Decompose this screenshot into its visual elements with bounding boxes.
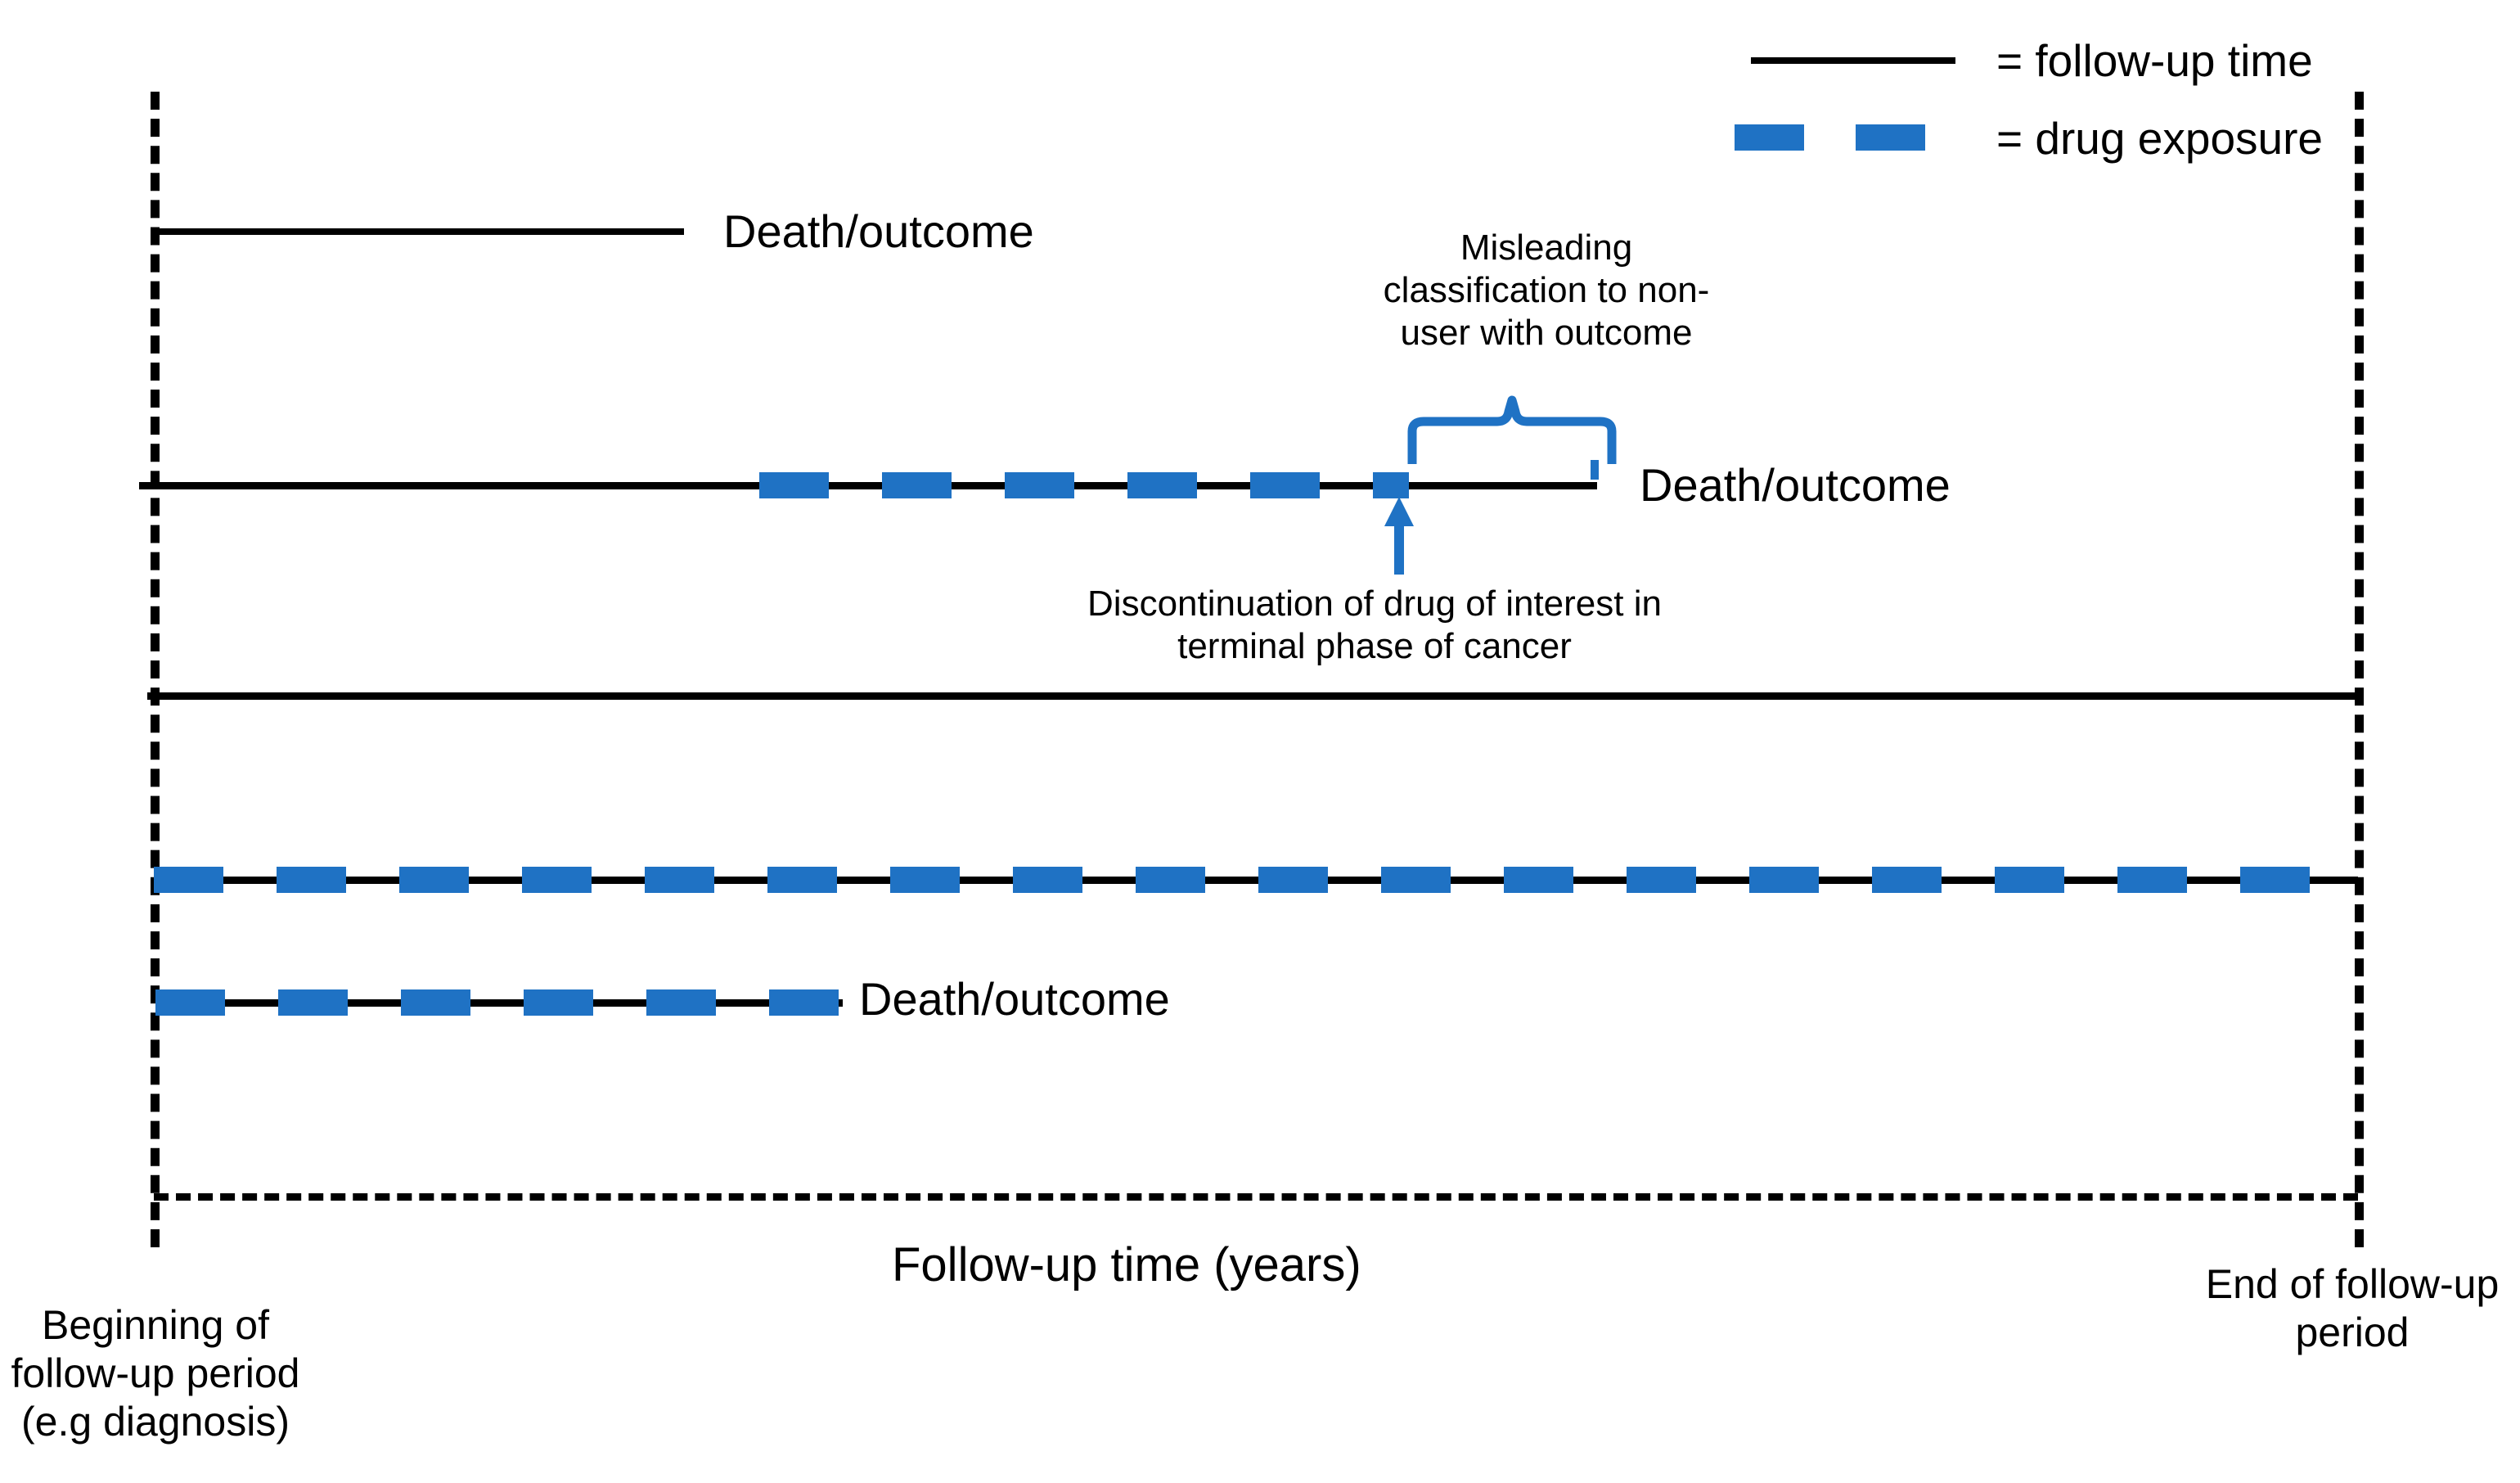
- patient-2-exposure-segment: [759, 472, 829, 498]
- legend-followup-label: = follow-up time: [1996, 35, 2313, 86]
- followup-axis-dashed-baseline: [154, 1193, 2358, 1201]
- legend-followup-line-swatch: [1751, 57, 1955, 64]
- patient-4-exposure-track: [154, 867, 2358, 893]
- patient-2-exposure-segment: [882, 472, 952, 498]
- discontinuation-line-2: terminal phase of cancer: [1177, 625, 1572, 666]
- patient-5-exposure-track: [155, 989, 843, 1016]
- followup-end-line-2: period: [2295, 1309, 2410, 1355]
- followup-end-line-1: End of follow-up: [2205, 1261, 2500, 1307]
- followup-end-boundary: [2355, 92, 2364, 1247]
- misleading-line-2: classification to non-: [1383, 269, 1710, 310]
- misleading-classification-brace: [1407, 395, 1617, 464]
- patient-5-outcome-label: Death/outcome: [859, 973, 1170, 1025]
- patient-2-exposure-segment: [1005, 472, 1074, 498]
- patient-2-outcome-label: Death/outcome: [1640, 459, 1951, 511]
- patient-2-exposure-remnant: [1591, 460, 1599, 480]
- followup-start-line-3: (e.g diagnosis): [21, 1399, 290, 1445]
- patient-2-exposure-segment: [1127, 472, 1197, 498]
- legend-exposure-swatch-2: [1856, 124, 1925, 151]
- patient-1-followup-line: [154, 228, 684, 235]
- patient-1-outcome-label: Death/outcome: [723, 205, 1034, 257]
- discontinuation-arrow-icon: [1384, 497, 1414, 575]
- legend-exposure-swatch-1: [1735, 124, 1804, 151]
- followup-start-line-1: Beginning of: [41, 1302, 269, 1348]
- axis-title: Follow-up time (years): [892, 1238, 1361, 1291]
- misleading-line-3: user with outcome: [1400, 312, 1693, 353]
- patient-2-exposure-segment: [1250, 472, 1320, 498]
- patient-2-followup-line: [139, 482, 1597, 489]
- misleading-line-1: Misleading: [1460, 228, 1633, 268]
- patient-3-followup-line: [147, 692, 2358, 700]
- patient-2-exposure-segment-final: [1373, 472, 1409, 498]
- followup-start-boundary: [151, 92, 160, 1247]
- legend-exposure-label: = drug exposure: [1996, 113, 2324, 164]
- discontinuation-line-1: Discontinuation of drug of interest in: [1087, 584, 1662, 624]
- followup-start-line-2: follow-up period: [11, 1350, 300, 1396]
